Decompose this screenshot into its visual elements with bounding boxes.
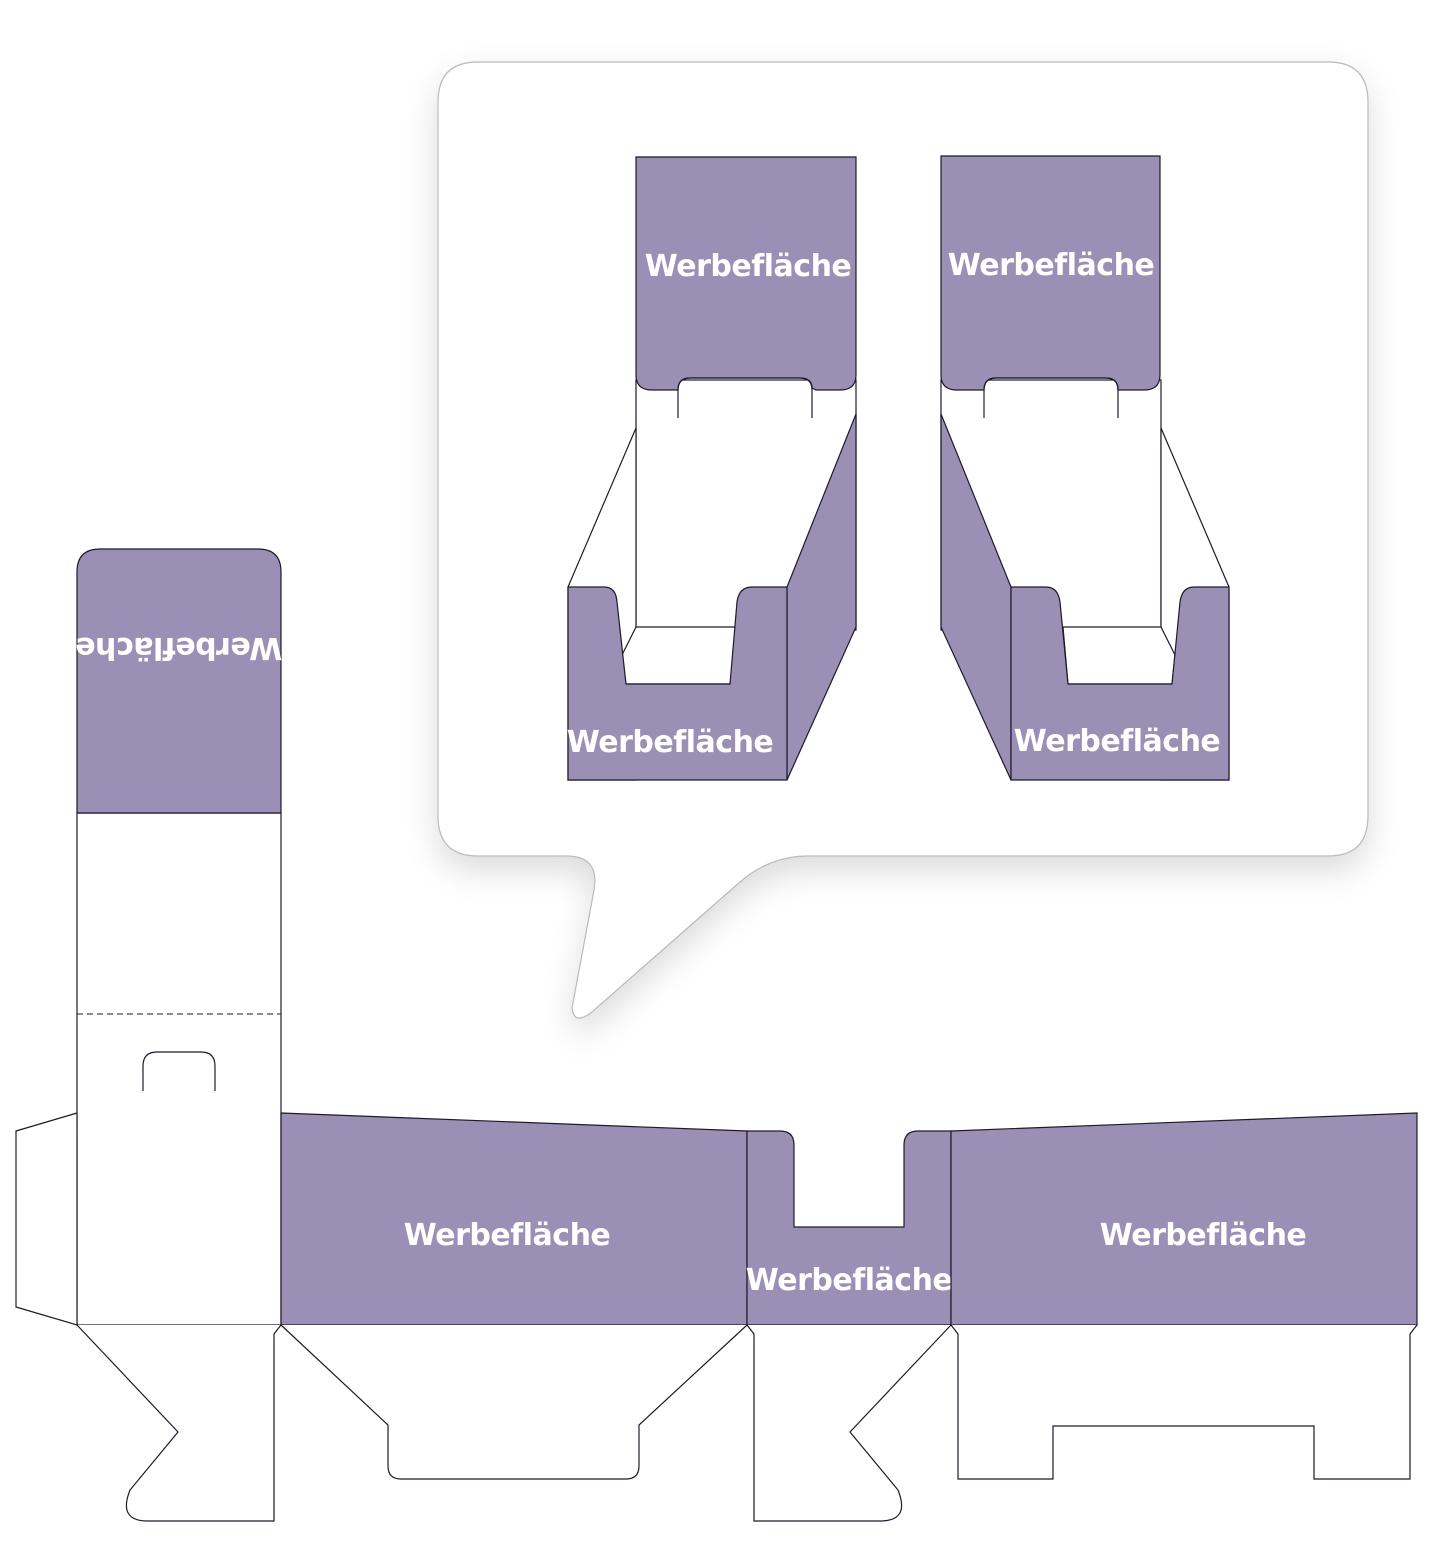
header-tab xyxy=(983,377,1119,418)
bottom-flap-side-left xyxy=(280,1324,748,1480)
header-tab xyxy=(677,377,813,418)
left-display-front-label: Werbefläche xyxy=(567,725,774,760)
right-display-top-label: Werbefläche xyxy=(948,248,1155,283)
bottom-flap-side-right xyxy=(950,1324,1418,1480)
bottom-flap-back xyxy=(76,1324,282,1522)
speech-bubble-shape xyxy=(437,61,1369,1019)
top-flap-label: Werbefläche xyxy=(76,630,283,665)
side-panel-left-label: Werbefläche xyxy=(404,1218,611,1253)
front-panel xyxy=(746,1130,952,1326)
hang-tab-cutout xyxy=(142,1051,216,1091)
top-flap xyxy=(76,548,282,814)
front-panel xyxy=(1010,586,1230,781)
inner-floor xyxy=(621,626,741,685)
inner-floor xyxy=(1062,626,1176,685)
front-panel xyxy=(567,586,788,781)
bottom-flap-front xyxy=(746,1324,952,1522)
display-box-left: Werbefläche Werbefläche xyxy=(567,156,857,781)
left-display-top-label: Werbefläche xyxy=(645,249,852,284)
dieline: Werbefläche Werbefläche Werbefläche Werb… xyxy=(15,548,1418,1522)
front-panel-label: Werbefläche xyxy=(746,1263,953,1298)
speech-bubble: Werbefläche Werbefläche Werbefläche Werb… xyxy=(437,61,1369,1019)
glue-flap xyxy=(15,1112,78,1326)
side-panel-right-label: Werbefläche xyxy=(1100,1218,1307,1253)
display-box-right: Werbefläche Werbefläche xyxy=(940,155,1230,781)
right-display-front-label: Werbefläche xyxy=(1014,724,1221,759)
back-strip xyxy=(76,812,282,1326)
